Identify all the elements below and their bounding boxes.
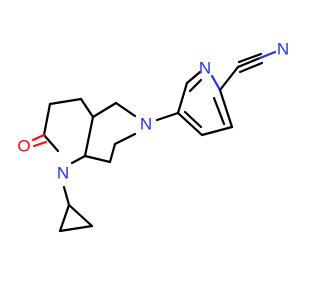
atom-labels: N N N N O [17,40,289,183]
bond-carbonyl-1 [31,133,46,142]
bond-ring-c4-c5-double [183,110,203,129]
bond-amine-ch2b [113,132,137,146]
bond-cyclopropyl-a [58,203,71,233]
bond-c2-n1 [42,133,60,153]
bond-n1-c8a [70,154,87,165]
bond-nitrile-blue [258,50,277,60]
bond-ring-c5-c6 [176,81,189,115]
bond-ring-c2-c3-double [212,96,226,126]
bond-cyclopropyl-b [67,203,94,228]
bond-ring-c2-c3 [218,88,234,129]
bond-ch2a-c4a [91,101,118,119]
bond-cyclopropyl-c [58,224,94,233]
atom-label-amide-n: N [57,164,69,183]
bond-aryl-amine [155,111,180,122]
molecule-structure: N N N N O [0,0,300,300]
atom-label-pyridine-n: N [199,59,211,78]
bond-nitrile-1 [236,56,262,69]
bond-c4a-c8a [83,115,95,158]
bond-amine-ch2a [114,101,137,118]
bond-ring-c6-n1-double [188,78,203,93]
bond-c3-c2 [42,102,52,137]
bonds [31,50,277,233]
bond-ring-c2-cn [218,65,240,92]
bond-c4a-c4 [79,97,95,119]
bond-nitrile-3 [238,61,264,74]
atom-label-amine-n: N [140,115,152,134]
bond-nitrile-2 [237,52,263,64]
bond-ch2b-ch2c [108,142,117,164]
background [0,0,300,300]
bond-n1-cyclopropyl [62,185,71,207]
bond-ring-c6-n1 [185,70,202,85]
atom-label-nitrile-n: N [277,40,289,59]
bond-ring-n1-c2 [210,74,222,92]
bond-ring-c3-c4 [200,125,234,137]
bond-carbonyl-2 [32,140,48,148]
atom-label-carbonyl-o: O [17,137,30,156]
bond-ch2c-c8a [83,154,112,164]
bond-c4-c3 [48,97,83,106]
bond-ring-c4-c5 [176,111,204,137]
